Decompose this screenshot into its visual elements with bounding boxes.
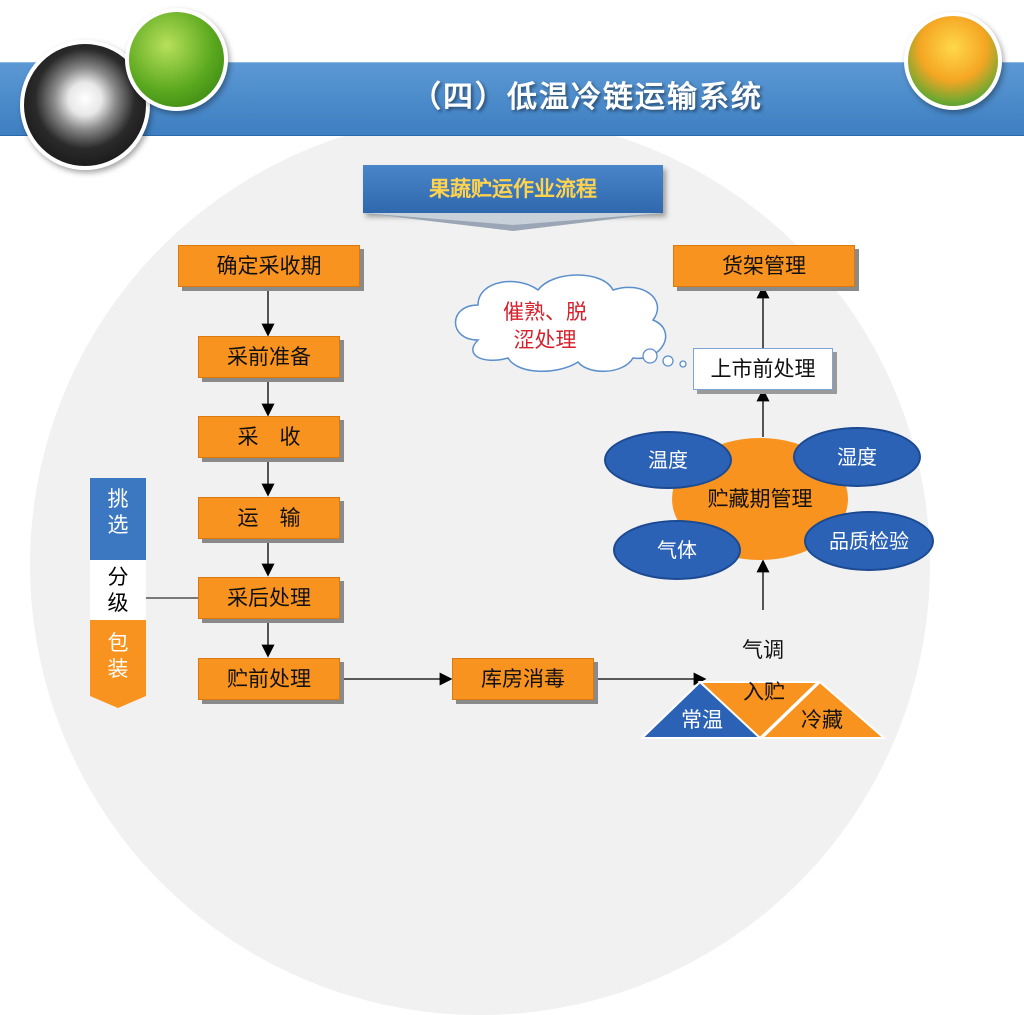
factor-humidity: 湿度 — [793, 427, 921, 487]
page-title: （四）低温冷链运输系统 — [411, 80, 763, 115]
green-circle — [125, 8, 228, 111]
pre-market-processing: 上市前处理 — [693, 348, 833, 390]
cloud-text: 催熟、脱 涩处理 — [503, 300, 587, 352]
step-harvest: 采 收 — [198, 416, 340, 458]
factor-quality-check: 品质检验 — [804, 511, 934, 571]
entry-cold-label: 冷藏 — [801, 708, 843, 732]
entry-normal-label: 常温 — [681, 708, 723, 732]
entry-storage-label: 入贮 — [743, 680, 785, 704]
factor-gas: 气体 — [613, 520, 741, 580]
step-pre-storage: 贮前处理 — [198, 658, 340, 700]
factor-temperature: 温度 — [604, 431, 732, 489]
step-post-harvest: 采后处理 — [198, 577, 340, 619]
storage-entry-shape — [640, 680, 887, 740]
side-pack-tail — [90, 696, 146, 708]
cloud-shape — [454, 274, 687, 373]
side-grade: 分 级 — [90, 560, 146, 620]
step-harvest-time: 确定采收期 — [178, 245, 360, 287]
step-pre-harvest: 采前准备 — [198, 336, 340, 378]
flower-photo — [904, 12, 1002, 110]
step-transport: 运 输 — [198, 497, 340, 539]
controlled-atmosphere-label: 气调 — [742, 638, 784, 662]
flow-connectors — [146, 285, 770, 686]
step-disinfect: 库房消毒 — [452, 658, 594, 700]
side-sort: 挑 选 — [90, 478, 146, 560]
flow-banner: 果蔬贮运作业流程 — [363, 165, 663, 213]
shelf-management: 货架管理 — [673, 245, 855, 287]
banner-tail — [363, 213, 663, 231]
side-pack: 包 装 — [90, 620, 146, 696]
